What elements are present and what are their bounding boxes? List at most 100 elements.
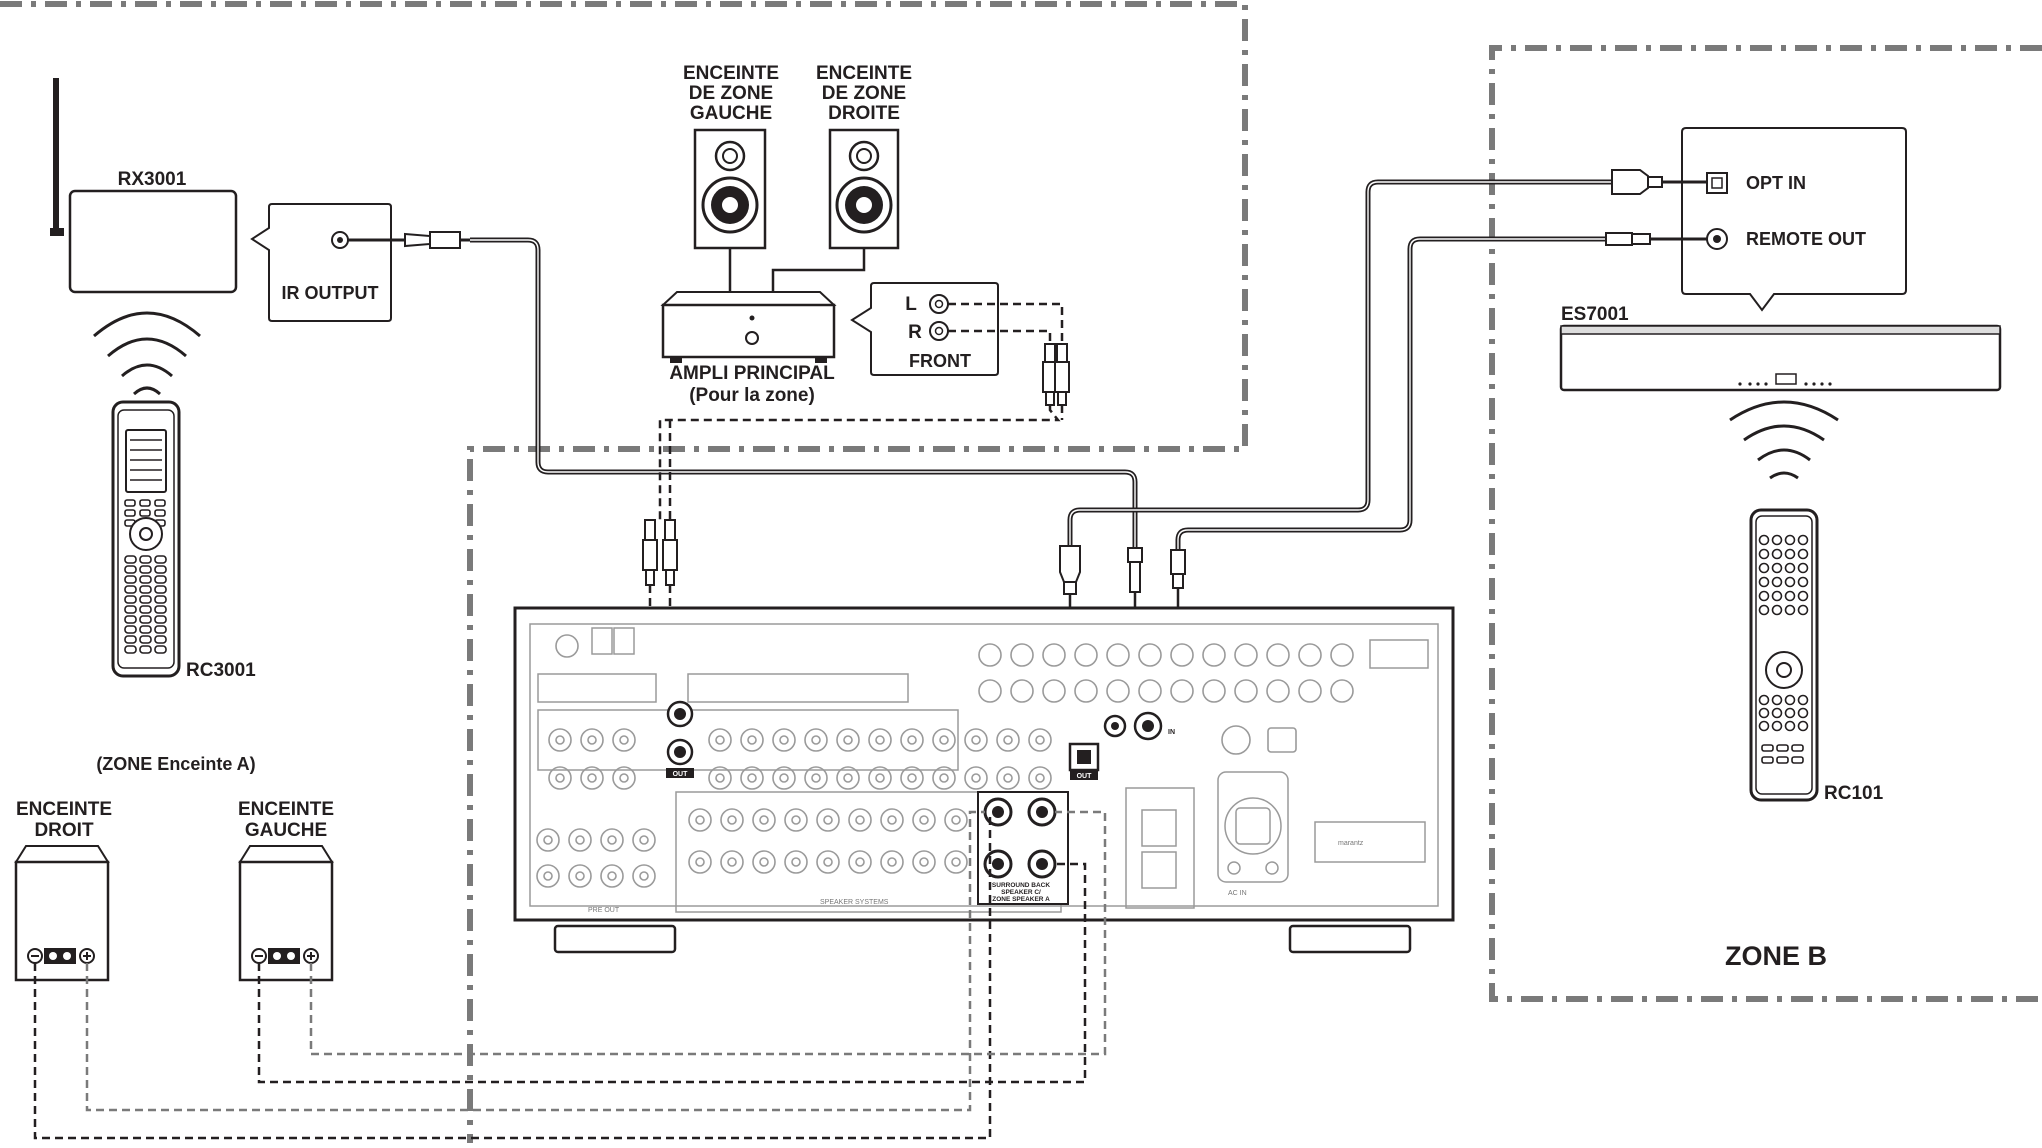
es7001-label: ES7001 bbox=[1561, 304, 1629, 325]
remote-button bbox=[124, 565, 137, 574]
panel-jack bbox=[555, 634, 579, 658]
terminal-caption-3: ZONE SPEAKER A bbox=[992, 896, 1050, 903]
panel-jack-center bbox=[1003, 773, 1013, 783]
zone2-out-label: OUT bbox=[673, 771, 689, 778]
zone-a-speaker-right: ENCEINTE GAUCHE bbox=[238, 799, 334, 982]
remote-button bbox=[154, 615, 167, 624]
rca-plugs bbox=[642, 343, 1070, 586]
remote-button bbox=[1797, 576, 1809, 588]
panel-jack-center bbox=[1035, 735, 1045, 745]
panel-jack-center bbox=[887, 815, 897, 825]
opt-in-label: OPT IN bbox=[1746, 173, 1806, 193]
panel-jack-center bbox=[843, 735, 853, 745]
panel-jack-center bbox=[951, 857, 961, 867]
amp-sublabel: (Pour la zone) bbox=[689, 385, 815, 406]
panel-jack-center bbox=[919, 857, 929, 867]
panel-jack-center bbox=[811, 735, 821, 745]
remote-button bbox=[139, 645, 152, 654]
panel-jack-center bbox=[843, 773, 853, 783]
panel-jack-center bbox=[747, 773, 757, 783]
zone-speaker-left-label-2: DE ZONE bbox=[689, 83, 773, 104]
panel-jack-center bbox=[715, 735, 725, 745]
remote-button bbox=[1761, 744, 1774, 752]
zone-a-speaker-left: ENCEINTE DROIT bbox=[14, 799, 112, 982]
panel-jack-center bbox=[543, 871, 553, 881]
zone-b-title: ZONE B bbox=[1725, 941, 1827, 971]
zone-a-speaker-wires bbox=[33, 810, 1107, 1140]
panel-jack-center bbox=[779, 773, 789, 783]
ir-output-callout: IR OUTPUT bbox=[250, 203, 392, 322]
panel-jack-center bbox=[823, 815, 833, 825]
remote-button bbox=[124, 555, 137, 564]
remote-button bbox=[1784, 707, 1796, 719]
remote-button bbox=[1797, 562, 1809, 574]
terminal-caption-1: SURROUND BACK bbox=[992, 882, 1050, 889]
rc101-label: RC101 bbox=[1824, 783, 1884, 804]
remote-button bbox=[139, 635, 152, 644]
remote-button bbox=[1771, 562, 1783, 574]
remote-in-jack: IN bbox=[1103, 711, 1175, 741]
zone-a-caption: (ZONE Enceinte A) bbox=[96, 754, 255, 774]
remote-button bbox=[1784, 694, 1796, 706]
zone-speaker-left: ENCEINTE DE ZONE GAUCHE bbox=[683, 63, 779, 250]
remote-button bbox=[1771, 576, 1783, 588]
remote-button bbox=[1797, 590, 1809, 602]
panel-jack-center bbox=[727, 815, 737, 825]
zone-a-right-label-1: ENCEINTE bbox=[238, 799, 334, 820]
panel-jack-center bbox=[587, 735, 597, 745]
panel-jack bbox=[1138, 643, 1162, 667]
panel-jack bbox=[1330, 643, 1354, 667]
remote-button bbox=[1784, 604, 1796, 616]
remote-button bbox=[139, 555, 152, 564]
remote-button bbox=[1791, 756, 1804, 764]
remote-button bbox=[124, 575, 137, 584]
av-receiver-rear-panel: marantz AC IN SPEAKER SYSTEMS PRE OUT OU… bbox=[513, 606, 1455, 954]
zone-a-right-label-2: GAUCHE bbox=[245, 820, 327, 841]
remote-button bbox=[1758, 694, 1770, 706]
panel-jack-center bbox=[875, 735, 885, 745]
amp-label: AMPLI PRINCIPAL bbox=[669, 363, 835, 384]
remote-button bbox=[1797, 720, 1809, 732]
remote-button bbox=[124, 635, 137, 644]
rc101-remote: RC101 bbox=[1749, 508, 1884, 804]
panel-jack bbox=[1042, 643, 1066, 667]
panel-jack-center bbox=[811, 773, 821, 783]
remote-button bbox=[1758, 534, 1770, 546]
remote-button bbox=[1791, 744, 1804, 752]
panel-jack-center bbox=[855, 857, 865, 867]
rx3001-receiver: RX3001 bbox=[50, 78, 238, 294]
remote-button bbox=[1758, 707, 1770, 719]
remote-button bbox=[1758, 562, 1770, 574]
panel-jack-center bbox=[759, 857, 769, 867]
es7001-callout: OPT IN REMOTE OUT bbox=[1681, 127, 1907, 312]
zone-b-cables bbox=[1059, 169, 1707, 706]
zone-speaker-right-label-2: DE ZONE bbox=[822, 83, 906, 104]
panel-jack bbox=[1234, 679, 1258, 703]
panel-jack bbox=[1010, 643, 1034, 667]
remote-button bbox=[154, 625, 167, 634]
terminal-caption-2: SPEAKER C/ bbox=[1001, 889, 1041, 896]
panel-jack bbox=[1234, 643, 1258, 667]
remote-button bbox=[154, 605, 167, 614]
remote-button bbox=[1758, 590, 1770, 602]
remote-button bbox=[154, 565, 167, 574]
remote-button bbox=[139, 509, 151, 517]
speaker-systems-label: SPEAKER SYSTEMS bbox=[820, 899, 889, 906]
panel-jack-center bbox=[695, 857, 705, 867]
rc101-signal-waves bbox=[1729, 400, 1839, 480]
panel-jack-center bbox=[971, 773, 981, 783]
panel-jack-center bbox=[939, 735, 949, 745]
rc3001-signal-waves bbox=[93, 311, 201, 396]
panel-jack-center bbox=[619, 773, 629, 783]
remote-button bbox=[139, 615, 152, 624]
pre-out-label: PRE OUT bbox=[588, 907, 620, 914]
receiver-foot-right bbox=[1288, 924, 1412, 954]
remote-button bbox=[124, 605, 137, 614]
remote-button bbox=[154, 585, 167, 594]
remote-button bbox=[1797, 707, 1809, 719]
remote-button bbox=[139, 499, 151, 507]
remote-button bbox=[124, 625, 137, 634]
panel-jack-center bbox=[587, 773, 597, 783]
